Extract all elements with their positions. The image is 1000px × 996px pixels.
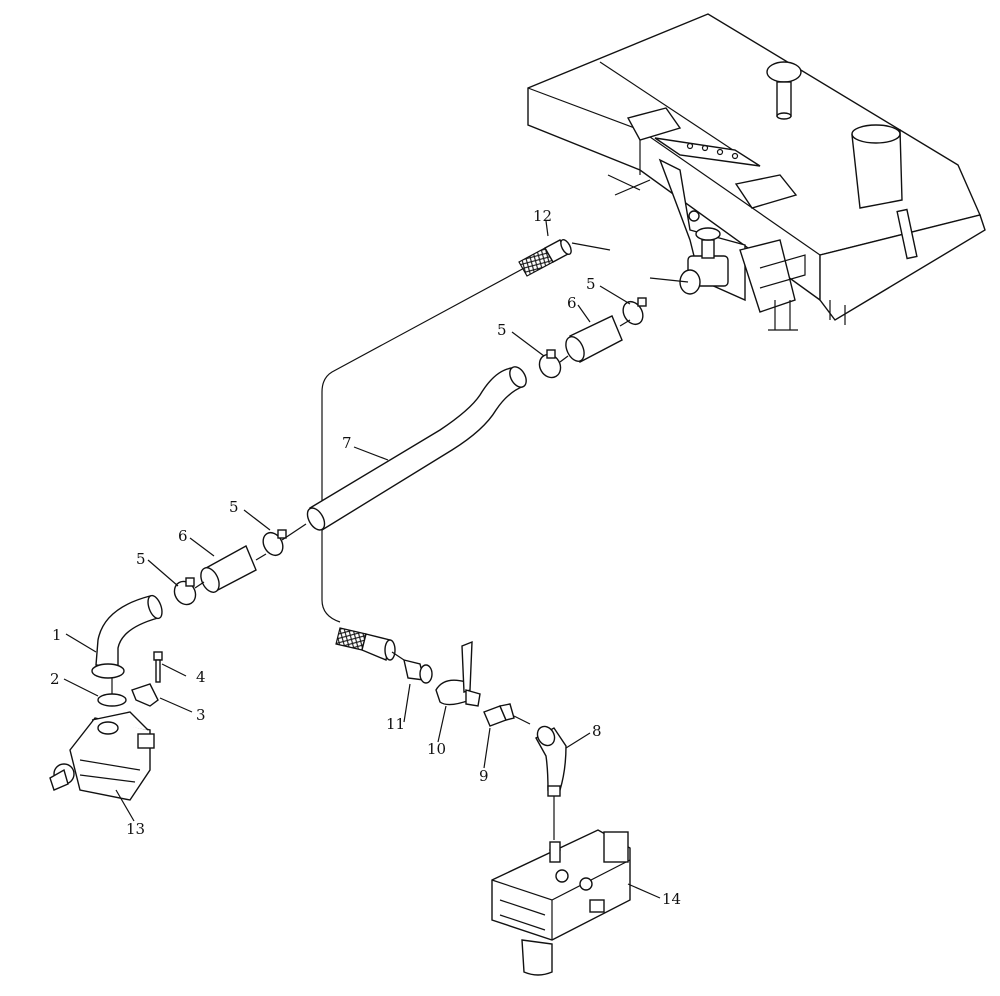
shutoff-valve (679, 210, 729, 295)
callout-12: 12 (533, 207, 552, 225)
hose-clamp-lower (173, 577, 197, 606)
suction-hose-lower (200, 545, 257, 594)
leader-lines (63, 220, 661, 899)
elbow-1 (91, 594, 163, 679)
bolt-4 (153, 651, 163, 683)
callout-9: 9 (479, 767, 489, 785)
ball-valve-10 (435, 640, 481, 707)
split-flange-3 (131, 683, 159, 707)
filler-cap (766, 61, 802, 120)
callout-13: 13 (126, 820, 145, 838)
adapter-11 (403, 659, 433, 684)
breather-filter (851, 124, 903, 209)
hydraulic-tank (527, 13, 986, 331)
access-pad (626, 107, 682, 141)
hose-fitting-lower (335, 627, 396, 661)
callout-8: 8 (592, 722, 602, 740)
callout-5-lower: 5 (136, 550, 146, 568)
suction-hose-upper (565, 315, 623, 363)
callout-6-upper: 6 (567, 294, 577, 312)
callout-5-upper-left: 5 (497, 321, 507, 339)
callout-2: 2 (50, 670, 60, 688)
callout-11: 11 (386, 715, 405, 733)
callout-10: 10 (427, 740, 446, 758)
hose-fitting-12 (518, 238, 572, 277)
hydraulic-pump-13 (49, 711, 155, 801)
callout-5-mid: 5 (229, 498, 239, 516)
callout-4: 4 (196, 668, 206, 686)
suction-tube-7 (306, 366, 527, 531)
callout-5-upper-right: 5 (586, 275, 596, 293)
elbow-hose-8 (535, 725, 567, 797)
callout-7: 7 (342, 434, 352, 452)
callout-3: 3 (196, 706, 206, 724)
o-ring-2 (97, 693, 127, 707)
adapter-9 (483, 703, 515, 727)
hose-clamp-upper-left (538, 349, 562, 379)
callout-1: 1 (52, 626, 62, 644)
hose-clamp-mid (262, 529, 287, 557)
callout-6-lower: 6 (178, 527, 188, 545)
access-pad (734, 174, 798, 209)
control-valve-14 (491, 829, 631, 976)
return-line (321, 265, 529, 623)
callout-14: 14 (662, 890, 681, 908)
